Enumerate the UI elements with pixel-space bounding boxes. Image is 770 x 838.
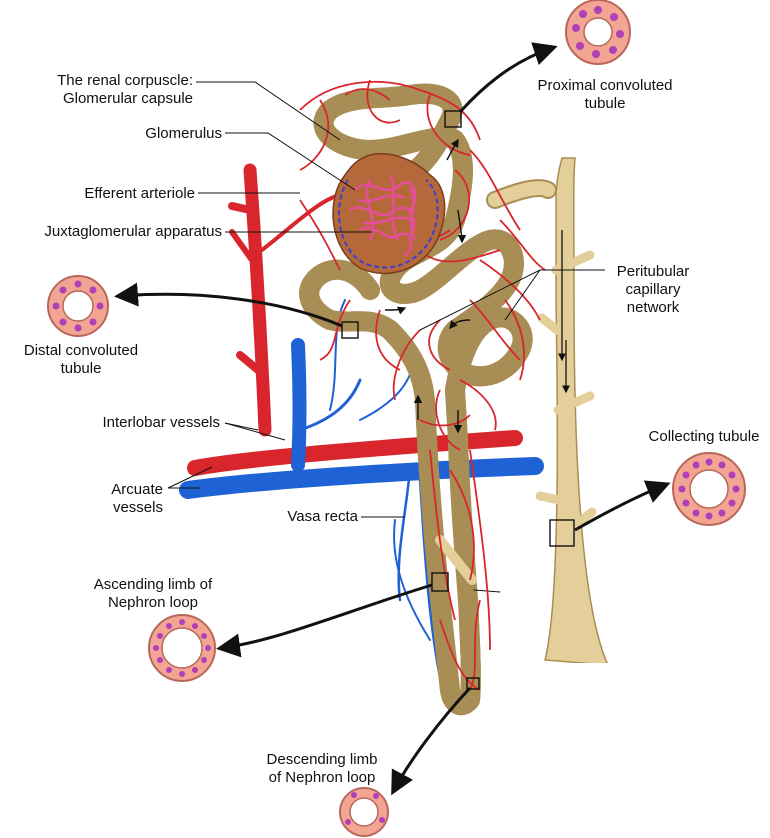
sample-boxes [341,110,575,690]
label-peritubular: Peritubular capillary network [603,263,703,317]
descending-limb-cross-section [339,787,389,837]
ascending-limb-cross-section [148,614,216,682]
label-arcuate-line1: Arcuate [111,481,163,498]
label-proximal-tubule: Proximal convoluted tubule [520,77,690,113]
label-collecting-tubule-text: Collecting tubule [648,428,760,445]
label-interlobar-text: Interlobar vessels [102,414,220,431]
distal-cross-section [47,275,109,337]
label-ascending-limb-line2: Nephron loop [107,594,199,611]
label-glomerulus-text: Glomerulus [145,125,222,142]
label-arcuate-line2: vessels [112,499,163,516]
glomerulus-coil [349,174,417,257]
label-efferent-arteriole: Efferent arteriole [84,185,195,203]
label-descending-limb-line2: of Nephron loop [268,769,376,786]
label-juxtaglomerular: Juxtaglomerular apparatus [44,223,222,241]
label-descending-limb-line1: Descending limb [266,751,378,768]
cross-sections [47,0,746,837]
arteries [187,163,523,476]
proximal-cross-section [565,0,631,65]
label-ascending-limb: Ascending limb of Nephron loop [78,576,228,612]
label-proximal-tubule-line2: tubule [584,95,626,112]
flow-arrows [384,138,471,434]
label-juxtaglomerular-text: Juxtaglomerular apparatus [44,223,222,240]
label-arcuate: Arcuate vessels [111,481,163,517]
label-vasa-recta: Vasa recta [287,508,358,526]
pointer-arrows [114,42,671,796]
renal-corpuscle [332,153,446,275]
label-collecting-tubule: Collecting tubule [640,428,768,446]
label-ascending-limb-line1: Ascending limb of [93,576,213,593]
label-vasa-recta-text: Vasa recta [287,508,358,525]
collecting-cross-section [672,452,746,526]
label-interlobar: Interlobar vessels [102,414,220,432]
label-peritubular-line2: capillary [625,281,681,298]
capillary-network [299,79,546,691]
label-distal-tubule-line2: tubule [60,360,102,377]
label-descending-limb: Descending limb of Nephron loop [252,751,392,787]
label-peritubular-line1: Peritubular [616,263,690,280]
label-distal-tubule: Distal convoluted tubule [6,342,156,378]
label-proximal-tubule-line1: Proximal convoluted [537,77,673,94]
label-efferent-arteriole-text: Efferent arteriole [84,185,195,202]
collecting-duct [500,157,620,673]
label-renal-corpuscle-line2: Glomerular capsule [62,90,193,107]
label-peritubular-line3: network [626,299,680,316]
label-renal-corpuscle: The renal corpuscle: Glomerular capsule [57,72,193,108]
label-distal-tubule-line1: Distal convoluted [23,342,139,359]
label-renal-corpuscle-line1: The renal corpuscle: [57,72,193,89]
leader-lines [167,81,605,518]
label-glomerulus: Glomerulus [145,125,222,143]
